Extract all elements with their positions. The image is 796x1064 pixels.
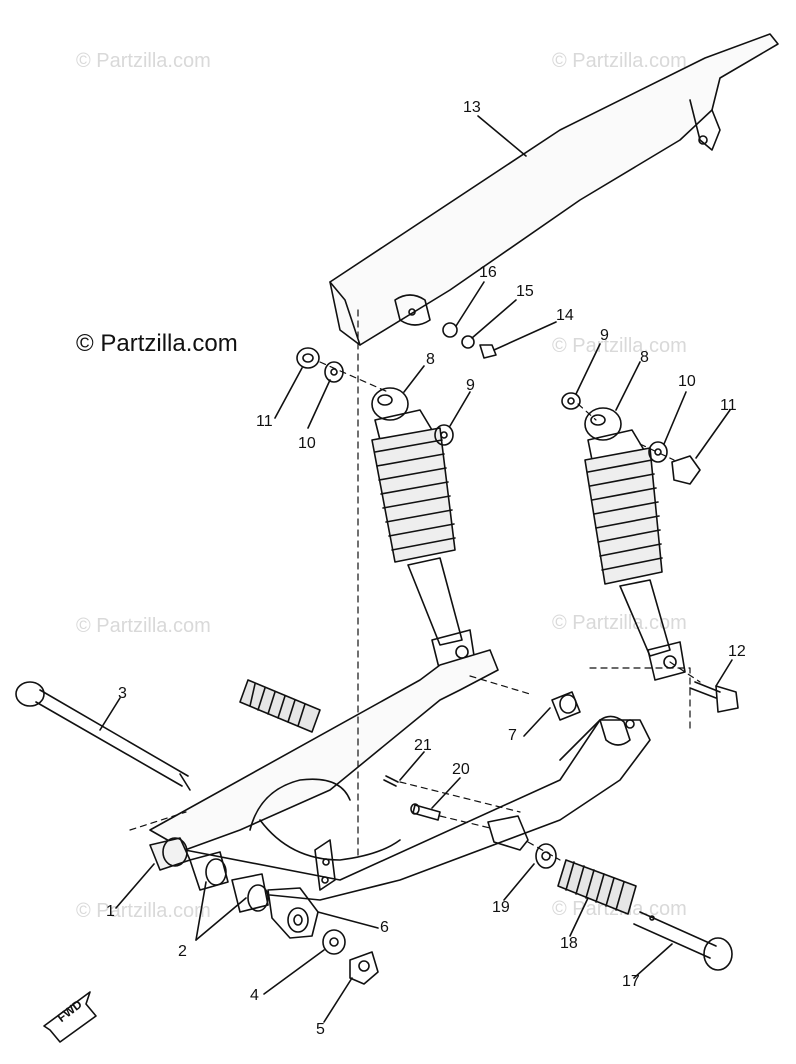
footrest-shaft-part [633, 911, 733, 971]
watermark: © Partzilla.com [76, 615, 211, 637]
callout-14: 14 [556, 307, 574, 324]
callout-8: 8 [426, 351, 435, 368]
callout-16: 16 [479, 264, 497, 281]
bolt-part [689, 681, 739, 713]
right-footrest-part [557, 859, 637, 915]
assembly-lines [129, 309, 701, 861]
washer-nut-parts [322, 929, 379, 985]
washer-19-part [487, 815, 557, 869]
right-shock-absorber-part [584, 407, 686, 681]
callout-17: 17 [622, 973, 640, 990]
callout-12: 12 [728, 643, 746, 660]
callout-6: 6 [380, 919, 389, 936]
watermark: © Partzilla.com [76, 50, 211, 72]
watermark: © Partzilla.com [552, 335, 687, 357]
watermark: © Partzilla.com [76, 900, 211, 922]
forward-direction-arrow [43, 991, 97, 1043]
cotter-pin-part [383, 775, 399, 787]
callout-10: 10 [678, 373, 696, 390]
callout-15: 15 [516, 283, 534, 300]
chain-case-part [329, 33, 779, 346]
callout-4: 4 [250, 987, 259, 1004]
pin-part [410, 803, 441, 821]
callout-9: 9 [466, 377, 475, 394]
callout-11: 11 [256, 413, 273, 430]
callout-10: 10 [298, 435, 316, 452]
callout-13: 13 [463, 99, 481, 116]
callout-19: 19 [492, 899, 510, 916]
callout-21: 21 [414, 737, 432, 754]
callout-leaders [99, 115, 733, 1023]
callout-20: 20 [452, 761, 470, 778]
left-shock-absorber-part [371, 387, 476, 673]
callout-18: 18 [560, 935, 578, 952]
callout-1: 1 [106, 903, 115, 920]
watermark: © Partzilla.com [552, 612, 687, 634]
callout-5: 5 [316, 1021, 325, 1038]
watermark: © Partzilla.com [552, 50, 687, 72]
callout-7: 7 [508, 727, 517, 744]
callout-9: 9 [600, 327, 609, 344]
callout-8: 8 [640, 349, 649, 366]
swing-arm-part [149, 649, 651, 901]
watermark-prominent: © Partzilla.com [76, 330, 238, 357]
left-footrest-part [239, 679, 321, 733]
pivot-shaft-part [15, 681, 191, 791]
collar-part [551, 691, 581, 721]
callout-3: 3 [118, 685, 127, 702]
bushing-parts [149, 837, 319, 939]
callout-11: 11 [720, 397, 737, 414]
callout-2: 2 [178, 943, 187, 960]
